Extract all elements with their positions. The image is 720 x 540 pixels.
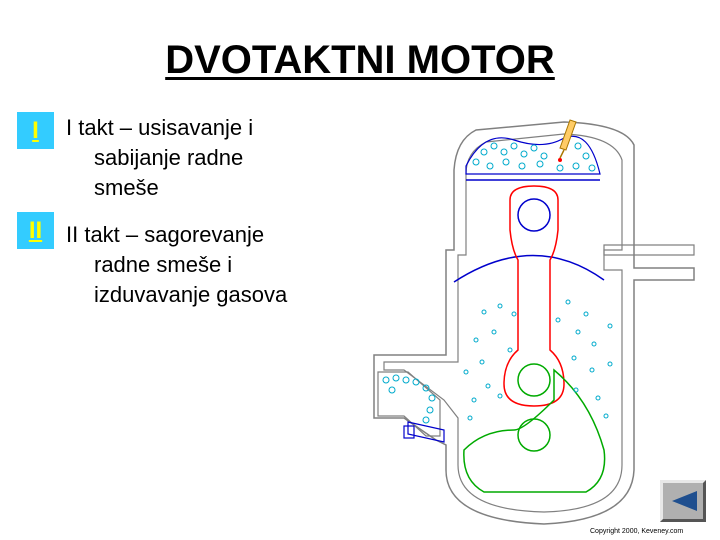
bullet-2-line-3: izduvavanje gasova <box>94 282 288 307</box>
bullet-1-line-2: sabijanje radne <box>94 145 244 170</box>
combustion-chamber <box>465 135 601 175</box>
exhaust-port <box>603 244 695 256</box>
bullet-marker-2: II <box>17 212 54 249</box>
bullet-marker-1: I <box>17 112 54 149</box>
triangle-left-icon <box>672 491 697 511</box>
crank-counterweight <box>463 368 606 493</box>
bullet-1-line-3: smeše <box>94 175 159 200</box>
engine-block-outline <box>373 121 695 525</box>
bullet-text-2: II takt – sagorevanje radne smeše i izdu… <box>66 220 356 310</box>
crankshaft-main <box>517 418 551 452</box>
spark-plug-electrode <box>559 149 565 159</box>
bullet-2-line-2: radne smeše i <box>94 252 233 277</box>
bullet-1-line-1: I takt – usisavanje i <box>66 115 254 140</box>
fuel-mixture-bubbles <box>382 142 613 424</box>
spark-point <box>558 158 562 162</box>
piston-skirt <box>453 254 605 283</box>
previous-slide-button[interactable] <box>660 480 706 522</box>
bullet-text-1: I takt – usisavanje i sabijanje radne sm… <box>66 113 356 203</box>
spark-plug <box>559 119 577 151</box>
reed-valve <box>407 421 445 443</box>
engine-diagram <box>373 119 695 525</box>
connecting-rod <box>503 185 565 407</box>
copyright-text: Copyright 2000, Keveney.com <box>590 528 684 535</box>
crank-pin <box>517 363 551 397</box>
intake-channel <box>377 371 441 437</box>
bullet-2-line-1: II takt – sagorevanje <box>66 222 265 247</box>
cylinder-inner-wall <box>383 133 623 513</box>
piston-pin <box>517 198 551 232</box>
page-title: DVOTAKTNI MOTOR <box>165 38 555 82</box>
intake-flange <box>403 425 415 439</box>
